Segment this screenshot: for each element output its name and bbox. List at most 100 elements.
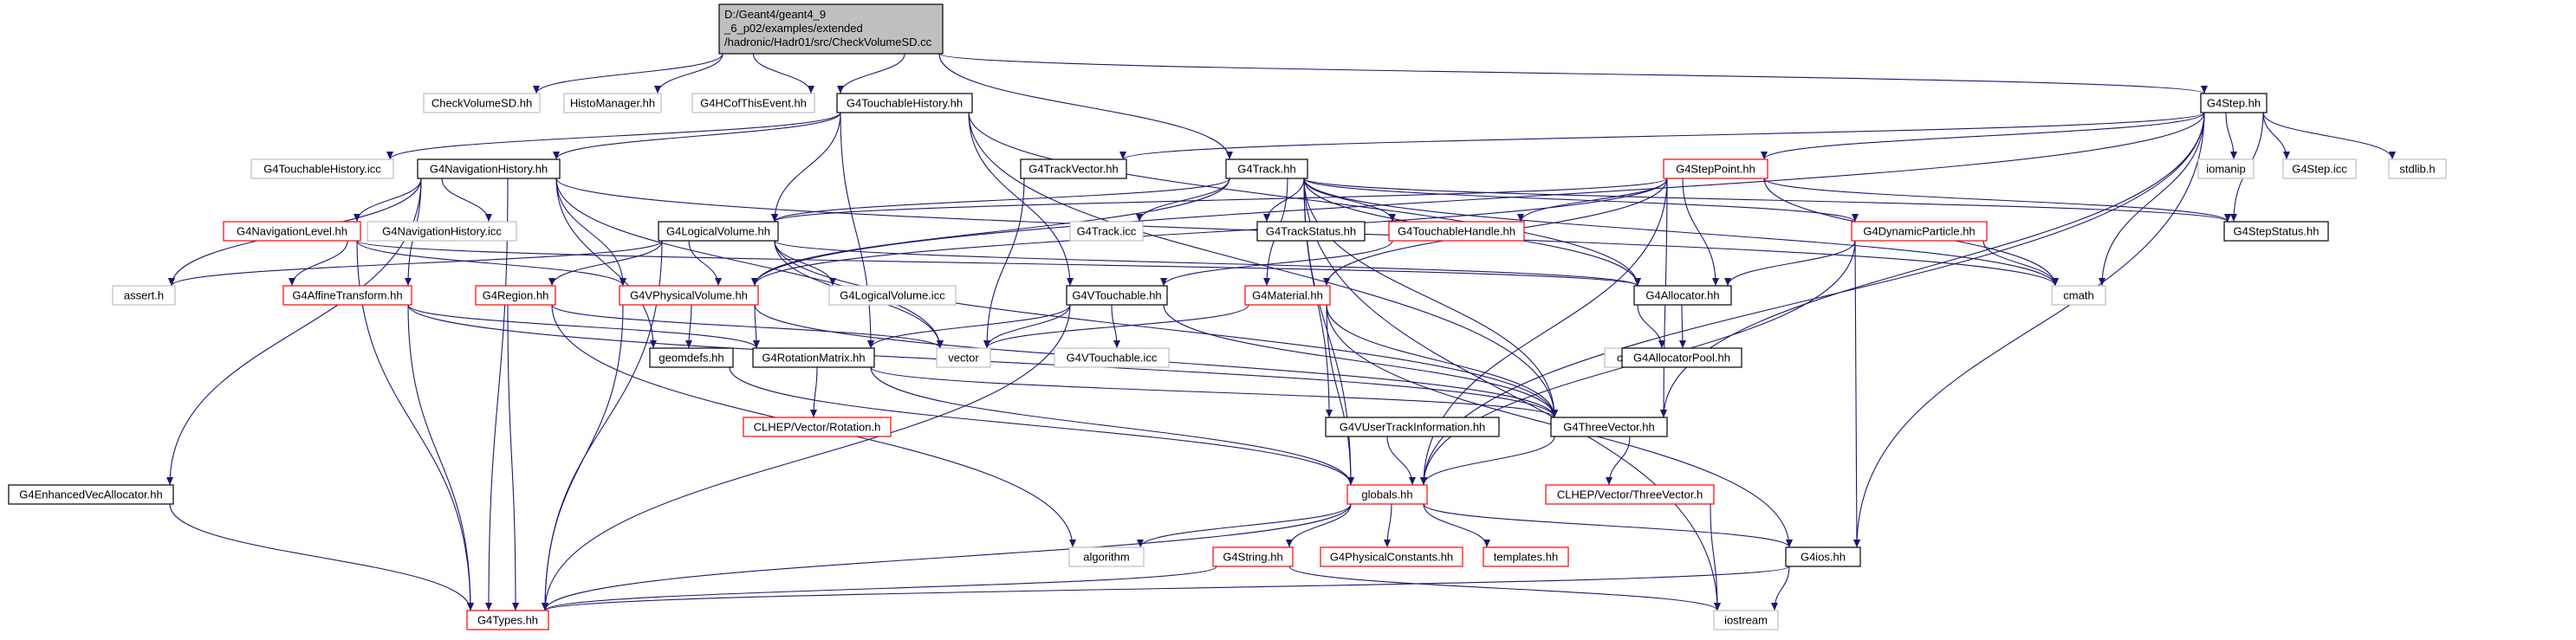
node-g4-step-point[interactable]: G4StepPoint.hh: [1663, 158, 1768, 179]
node-box: [1020, 158, 1127, 179]
edge-g4-region-to-vector: [551, 304, 944, 349]
node-g4-types[interactable]: G4Types.hh: [466, 610, 549, 630]
node-g4-touchable-history-icc[interactable]: G4TouchableHistory.icc: [250, 158, 394, 179]
node-clhepthree-vector[interactable]: CLHEP/Vector/ThreeVector.h: [1545, 484, 1715, 505]
edge-g4-step-to-cmath: [2099, 112, 2205, 287]
edge-g4-track-to-g4-vphysical-volume: [751, 178, 1230, 287]
node-g4-allocator-pool[interactable]: G4AllocatorPool.hh: [1621, 347, 1742, 368]
node-histo-manager[interactable]: HistoManager.hh: [563, 93, 662, 113]
node-root[interactable]: D:/Geant4/geant4_9_6_p02/examples/extend…: [718, 3, 944, 55]
edge-g4-enhanced-vec-allocator-to-g4-types: [169, 503, 474, 611]
node-g4-navigation-history[interactable]: G4NavigationHistory.hh: [417, 158, 561, 179]
edge-g4-vtouchable-to-vector: [983, 304, 1071, 349]
node-label: G4AllocatorPool.hh: [1633, 352, 1730, 365]
node-box: [2200, 93, 2268, 113]
node-box: [649, 347, 734, 368]
node-templates[interactable]: templates.hh: [1483, 546, 1569, 567]
edge-g4-dynamic-particle-to-g4-allocator: [1724, 240, 1856, 287]
node-g4-navigation-history-icc[interactable]: G4NavigationHistory.icc: [367, 221, 517, 242]
edge-g4ios-to-g4-types: [542, 566, 1790, 611]
edge-g4-touchable-history-to-g4-logical-volume: [771, 112, 841, 223]
node-iostream[interactable]: iostream: [1713, 610, 1779, 630]
edge-globals-to-g4-string: [1286, 503, 1352, 548]
node-g4-vuser-track-information[interactable]: G4VUserTrackInformation.hh: [1325, 417, 1500, 437]
node-iomanip[interactable]: iomanip: [2197, 158, 2255, 179]
node-g4-affine-transform[interactable]: G4AffineTransform.hh: [282, 285, 412, 306]
edge-root-to-g4-hcof-this-event: [752, 53, 814, 94]
node-g4-track-icc[interactable]: G4Track.icc: [1069, 221, 1144, 242]
node-geomdefs[interactable]: geomdefs.hh: [649, 347, 734, 368]
node-box: [417, 158, 561, 179]
edge-root-to-check-volume-sd: [533, 53, 723, 94]
node-g4-three-vector[interactable]: G4ThreeVector.hh: [1550, 417, 1668, 437]
node-label: HistoManager.hh: [570, 97, 655, 110]
edge-g4-region-to-g4-types: [507, 304, 519, 611]
node-g4-string[interactable]: G4String.hh: [1212, 546, 1294, 567]
node-box: [1066, 285, 1168, 306]
node-g4-navigation-level[interactable]: G4NavigationLevel.hh: [223, 221, 361, 242]
edge-g4-string-to-g4-types: [542, 566, 1217, 611]
edge-g4-step-to-g4-step-icc: [2262, 112, 2290, 160]
node-g4-track-vector[interactable]: G4TrackVector.hh: [1020, 158, 1127, 179]
node-cmath[interactable]: cmath: [2051, 285, 2106, 306]
node-g4-touchable-handle[interactable]: G4TouchableHandle.hh: [1388, 221, 1525, 242]
node-g4-hcof-this-event[interactable]: G4HCofThisEvent.hh: [691, 93, 815, 113]
edge-g4-step-point-to-g4-logical-volume: [771, 178, 1668, 223]
edge-g4-material-to-globals: [1326, 304, 1354, 486]
node-label: G4Material.hh: [1252, 289, 1323, 302]
node-vector[interactable]: vector: [936, 347, 991, 368]
edge-g4-step-to-stdlib: [2262, 112, 2396, 160]
edge-globals-to-g4-physical-constants: [1384, 503, 1392, 548]
edge-g4-step-to-g4-vphysical-volume: [751, 112, 2205, 287]
node-g4-logical-volume-icc[interactable]: G4LogicalVolume.icc: [828, 285, 957, 306]
edge-g4-logical-volume-to-g4-vphysical-volume: [688, 240, 722, 287]
node-g4-step-icc[interactable]: G4Step.icc: [2282, 158, 2357, 179]
node-g4-rotation-matrix[interactable]: G4RotationMatrix.hh: [752, 347, 875, 368]
node-label: G4PhysicalConstants.hh: [1330, 551, 1453, 564]
node-g4-material[interactable]: G4Material.hh: [1244, 285, 1331, 306]
node-box: [367, 221, 517, 242]
node-stdlib[interactable]: stdlib.h: [2388, 158, 2447, 179]
node-label: G4StepPoint.hh: [1676, 163, 1755, 176]
node-g4-region[interactable]: G4Region.hh: [475, 285, 556, 306]
node-g4-dynamic-particle[interactable]: G4DynamicParticle.hh: [1851, 221, 1988, 242]
edge-g4-logical-volume-to-g4-three-vector: [774, 240, 1558, 418]
node-box: [466, 610, 549, 630]
edge-g4-navigation-history-to-g4-types: [485, 178, 509, 611]
node-label: G4TrackVector.hh: [1028, 163, 1119, 176]
edge-globals-to-templates: [1423, 503, 1490, 548]
node-label: CLHEP/Vector/ThreeVector.h: [1557, 488, 1703, 501]
node-box: [223, 221, 361, 242]
node-g4ios[interactable]: G4ios.hh: [1785, 546, 1861, 567]
node-g4-step-status[interactable]: G4StepStatus.hh: [2223, 221, 2329, 242]
node-g4-track[interactable]: G4Track.hh: [1225, 158, 1308, 179]
node-g4-vtouchable-icc[interactable]: G4VTouchable.icc: [1054, 347, 1170, 368]
node-assert[interactable]: assert.h: [112, 285, 176, 306]
edge-g4-step-to-g4-three-vector: [1660, 112, 2205, 418]
node-label: cmath: [2063, 289, 2093, 302]
node-g4-allocator[interactable]: G4Allocator.hh: [1633, 285, 1732, 306]
node-label: G4TouchableHistory.hh: [847, 97, 963, 110]
node-g4-touchable-history[interactable]: G4TouchableHistory.hh: [836, 93, 973, 113]
node-box: [718, 3, 944, 55]
node-box: [1320, 546, 1463, 567]
node-g4-physical-constants[interactable]: G4PhysicalConstants.hh: [1320, 546, 1463, 567]
node-g4-vphysical-volume[interactable]: G4VPhysicalVolume.hh: [619, 285, 759, 306]
node-box: [1325, 417, 1500, 437]
node-g4-enhanced-vec-allocator[interactable]: G4EnhancedVecAllocator.hh: [8, 484, 174, 505]
node-label: G4Region.hh: [483, 289, 549, 302]
edge-g4-step-to-g4ios: [1853, 112, 2205, 548]
node-g4-logical-volume[interactable]: G4LogicalVolume.hh: [658, 221, 779, 242]
node-g4-vtouchable[interactable]: G4VTouchable.hh: [1066, 285, 1168, 306]
node-check-volume-sd[interactable]: CheckVolumeSD.hh: [423, 93, 541, 113]
node-g4-step[interactable]: G4Step.hh: [2200, 93, 2268, 113]
node-g4-track-status[interactable]: G4TrackStatus.hh: [1256, 221, 1366, 242]
node-clheprotation[interactable]: CLHEP/Vector/Rotation.h: [743, 417, 892, 437]
edge-g4-affine-transform-to-g4-rotation-matrix: [407, 304, 760, 349]
node-label: G4StepStatus.hh: [2233, 225, 2319, 238]
node-algorithm[interactable]: algorithm: [1068, 546, 1145, 567]
edge-g4-navigation-level-to-g4-allocator: [356, 240, 1641, 287]
node-globals[interactable]: globals.hh: [1346, 484, 1428, 505]
edge-g4-navigation-level-to-g4-vphysical-volume: [356, 240, 626, 287]
edge-g4-touchable-history-to-g4-allocator: [968, 112, 1641, 287]
